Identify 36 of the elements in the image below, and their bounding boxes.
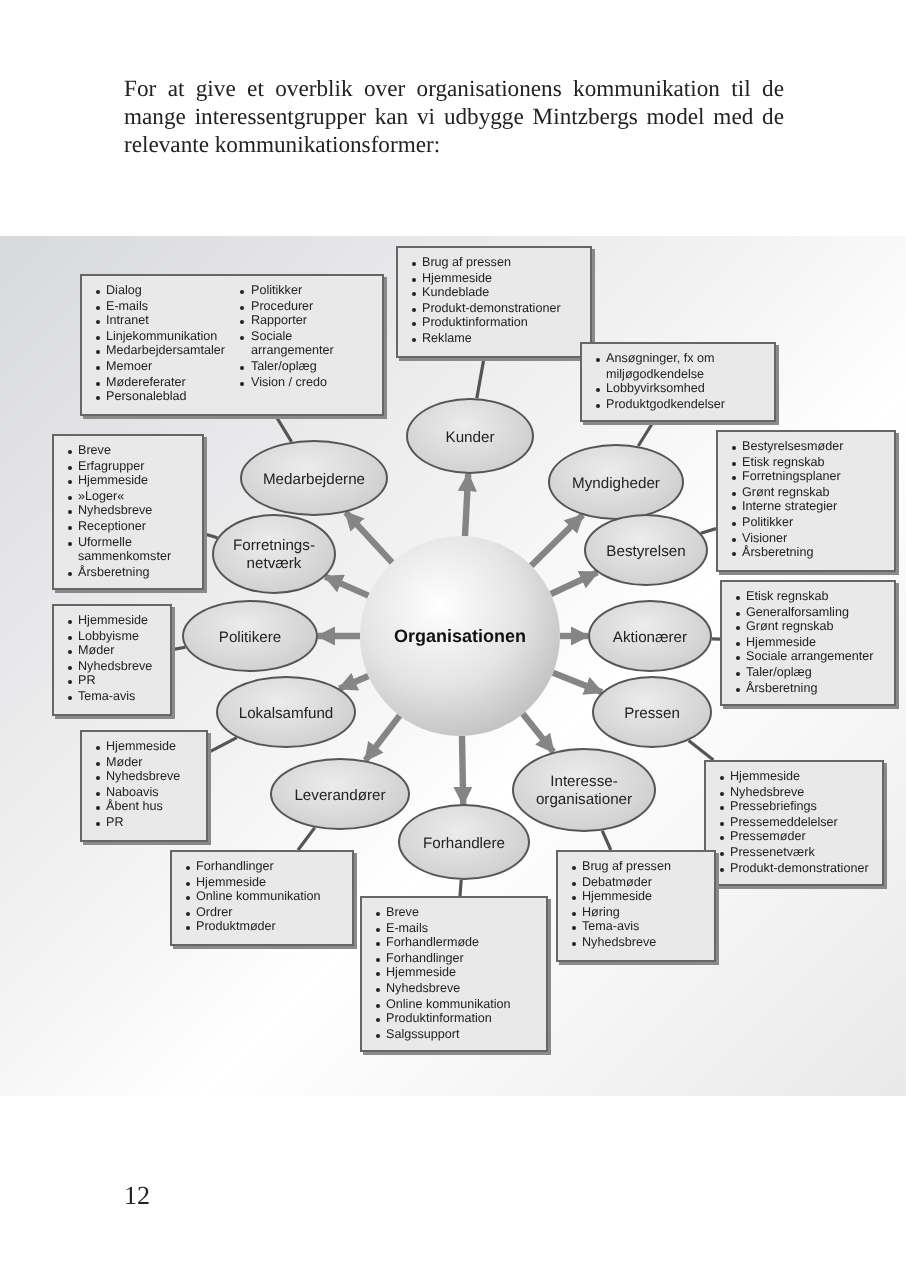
arrow (323, 573, 370, 599)
list-box (396, 246, 592, 358)
arrow (551, 669, 604, 696)
connector-line (475, 357, 486, 399)
connector-line (636, 421, 655, 447)
connector-line (687, 739, 715, 762)
connector-line (207, 736, 238, 755)
connector-line (711, 637, 721, 641)
arrow (343, 510, 395, 565)
list-box (360, 896, 548, 1053)
list-box (556, 850, 716, 962)
arrow (560, 626, 590, 646)
connector-line (700, 527, 717, 535)
connector-line (296, 826, 317, 851)
arrow (520, 711, 556, 754)
page-number: 12 (124, 1180, 150, 1212)
arrow (362, 713, 403, 763)
arrow (453, 735, 473, 806)
list-box (170, 850, 354, 946)
arrow (337, 672, 370, 692)
connector-line (458, 879, 463, 897)
list-box (52, 434, 204, 591)
list-box (716, 430, 896, 572)
arrow (316, 626, 360, 646)
list-box (52, 604, 172, 716)
list-box (80, 730, 208, 842)
connector-line (600, 829, 613, 851)
list-box (80, 274, 384, 416)
connector-line (274, 415, 293, 443)
list-box (720, 580, 896, 707)
list-box (580, 342, 776, 423)
arrow (457, 472, 477, 537)
arrow (528, 512, 585, 569)
intro-paragraph: For at give et overblik over organisationens kommunikation til de mange interessentgrupper kan vi udbygge Mintzbergs model med de relevante kommunikationsformer: (124, 76, 784, 160)
arrow (549, 569, 600, 597)
list-box (704, 760, 884, 887)
